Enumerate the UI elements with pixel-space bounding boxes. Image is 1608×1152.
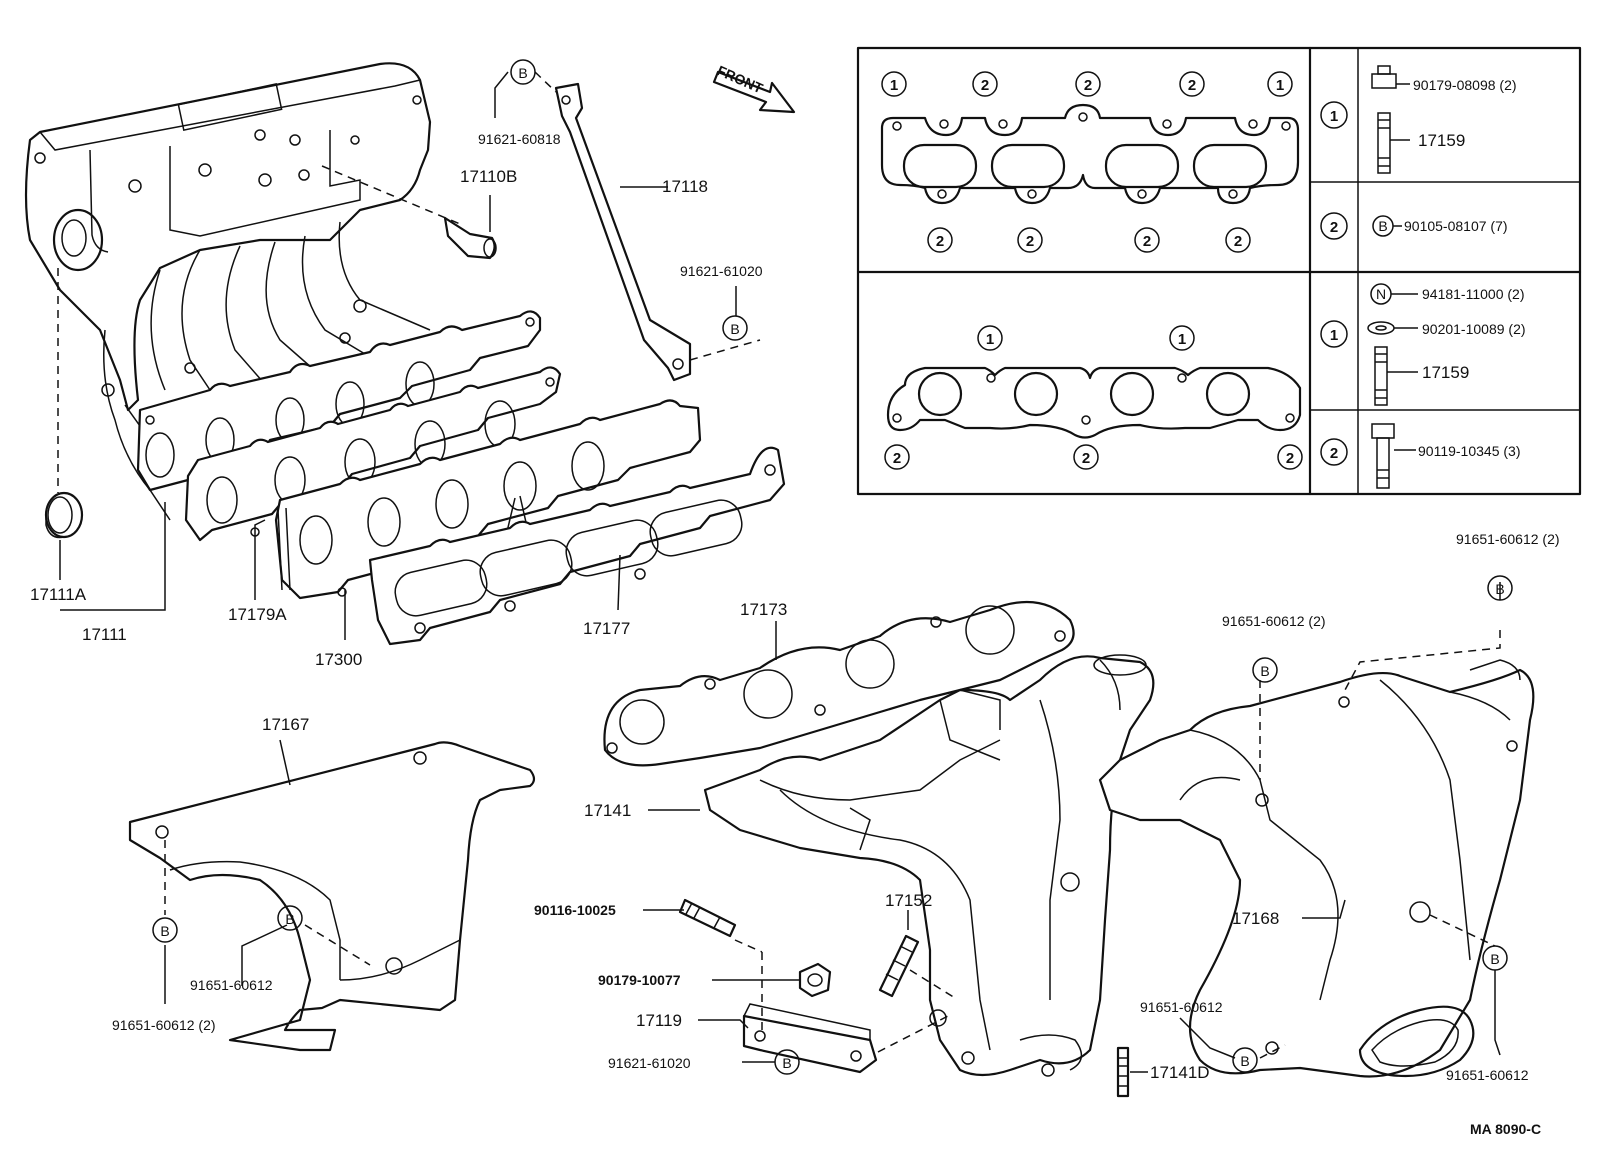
exhaust-gasket-outline — [886, 366, 1302, 439]
svg-text:2: 2 — [936, 233, 944, 250]
nut-90179 — [798, 962, 832, 998]
legend-row-mark-4: 2 — [1330, 445, 1338, 462]
stud-icon — [1377, 112, 1410, 174]
stud-icon — [1374, 346, 1418, 406]
label-17119: 17119 — [636, 1011, 682, 1030]
svg-text:B: B — [285, 911, 294, 927]
label-17152: 17152 — [885, 891, 932, 910]
svg-text:2: 2 — [981, 77, 989, 94]
label-91651-60612-c: 91651-60612 — [1446, 1067, 1529, 1083]
gasket-17179a — [184, 366, 562, 542]
label-17118: 17118 — [662, 177, 708, 196]
legend-row-mark-3: 1 — [1330, 327, 1338, 344]
legend-part-94181-11000: 94181-11000 (2) — [1422, 286, 1524, 302]
label-17111: 17111 — [82, 625, 127, 644]
svg-text:B: B — [1495, 581, 1504, 597]
label-91651-60612-a: 91651-60612 — [190, 977, 273, 993]
callout-labels: 91621-60818 17110B 17118 91621-61020 171… — [30, 131, 1560, 1137]
upper-insulator-17167 — [128, 741, 536, 1052]
label-17168: 17168 — [1232, 909, 1279, 928]
flange-nut-icon — [1371, 65, 1410, 89]
bolt-symbol-icon: B — [1378, 218, 1387, 234]
label-91651-60612-b: 91651-60612 — [1140, 999, 1223, 1015]
svg-text:2: 2 — [1286, 450, 1294, 467]
heat-insulator-17168 — [1098, 659, 1535, 1078]
intake-manifold — [24, 62, 542, 521]
legend-row-mark-1: 1 — [1330, 108, 1338, 125]
label-90179-10077: 90179-10077 — [598, 972, 681, 988]
stud-90116 — [678, 898, 737, 938]
label-91651-60612-2-c: 91651-60612 (2) — [1222, 613, 1326, 629]
svg-text:2: 2 — [1082, 450, 1090, 467]
svg-text:2: 2 — [1143, 233, 1151, 250]
intake-manifold-gasket-ring — [44, 491, 84, 539]
gasket-17177 — [368, 446, 786, 646]
label-17300: 17300 — [315, 650, 362, 669]
svg-text:B: B — [1240, 1053, 1249, 1069]
svg-text:2: 2 — [893, 450, 901, 467]
legend-part-90105-08107: 90105-08107 (7) — [1404, 218, 1508, 234]
stud-17152 — [878, 934, 920, 998]
legend-part-90119-10345: 90119-10345 (3) — [1418, 443, 1520, 459]
label-91621-61020-top: 91621-61020 — [680, 263, 763, 279]
legend-part-17159-b: 17159 — [1422, 363, 1469, 382]
label-17177: 17177 — [583, 619, 630, 638]
legend-part-90201-10089: 90201-10089 (2) — [1422, 321, 1526, 337]
svg-text:B: B — [1260, 663, 1269, 679]
svg-text:1: 1 — [986, 331, 994, 348]
svg-text:B: B — [1490, 951, 1499, 967]
insulator-17300 — [274, 399, 702, 600]
drawing-number: MA 8090-C — [1470, 1121, 1541, 1137]
svg-text:B: B — [782, 1055, 791, 1071]
exhaust-gasket-17173 — [603, 600, 1075, 767]
nut-symbol-icon: N — [1376, 286, 1386, 302]
svg-text:1: 1 — [1276, 77, 1284, 94]
svg-text:1: 1 — [890, 77, 898, 94]
washer-icon — [1367, 321, 1395, 335]
svg-text:2: 2 — [1026, 233, 1034, 250]
svg-text:1: 1 — [1178, 331, 1186, 348]
stud-17141d — [1116, 1046, 1130, 1098]
label-17141d: 17141D — [1150, 1063, 1210, 1082]
label-91651-60612-2-b: 91651-60612 (2) — [1456, 531, 1560, 547]
label-90116-10025: 90116-10025 — [534, 902, 616, 918]
label-17111a: 17111A — [30, 585, 87, 604]
label-91621-61020-bottom: 91621-61020 — [608, 1055, 691, 1071]
front-arrow: FRONT — [712, 62, 796, 114]
intake-position-marks: 1 2 2 2 1 2 2 2 2 — [881, 71, 1293, 253]
hex-bolt-icon — [1371, 423, 1416, 489]
legend-table: 1 2 2 2 1 2 2 2 2 1 1 2 2 2 1 2 1 2 — [856, 46, 1582, 496]
legend-part-17159-a: 17159 — [1418, 131, 1465, 150]
svg-text:B: B — [730, 321, 739, 337]
intake-gasket-outline — [880, 103, 1300, 205]
svg-text:B: B — [518, 65, 527, 81]
stay-17119 — [742, 1003, 878, 1074]
svg-text:2: 2 — [1234, 233, 1242, 250]
label-17167: 17167 — [262, 715, 309, 734]
svg-text:B: B — [160, 923, 169, 939]
callout-leaders — [59, 71, 1346, 1073]
svg-text:2: 2 — [1084, 77, 1092, 94]
legend-part-90179-08098: 90179-08098 (2) — [1413, 77, 1517, 93]
label-91621-60818: 91621-60818 — [478, 131, 561, 147]
label-91651-60612-2-a: 91651-60612 (2) — [112, 1017, 216, 1033]
intake-bracket — [534, 71, 761, 382]
label-17141: 17141 — [584, 801, 631, 820]
intake-stud — [321, 165, 497, 260]
legend-row-mark-2: 2 — [1330, 219, 1338, 236]
label-17179a: 17179A — [228, 605, 287, 624]
exhaust-position-marks: 1 1 2 2 2 — [884, 325, 1303, 470]
label-17110b: 17110B — [460, 167, 517, 186]
svg-text:2: 2 — [1188, 77, 1196, 94]
label-17173: 17173 — [740, 600, 787, 619]
